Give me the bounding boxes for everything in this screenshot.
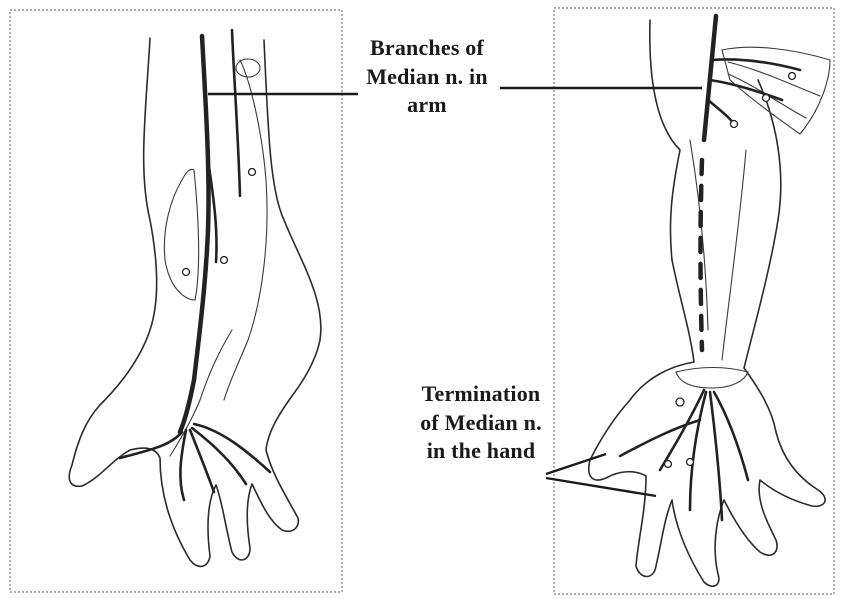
right-hand-branch-2 (690, 392, 706, 510)
right-nerve-dot-3 (731, 121, 738, 128)
left-nerve-dot-2 (221, 257, 228, 264)
right-nerve-dot-5 (665, 461, 672, 468)
left-arm-outline (69, 38, 321, 566)
right-hand-branch-5 (620, 420, 700, 456)
right-wrist-band (676, 368, 748, 389)
left-nerve-branch-3 (120, 432, 182, 458)
right-nerve-dot-4 (676, 398, 684, 406)
left-nerve-dot-1 (183, 269, 190, 276)
left-median-nerve-trunk (180, 36, 209, 432)
termination-label-line-2: of Median n. (396, 409, 566, 438)
branches-label-line-3: arm (342, 91, 512, 120)
termination-of-median-nerve-label: Termination of Median n. in the hand (396, 380, 566, 466)
right-median-nerve-dashed (701, 160, 703, 350)
left-muscle-line-1 (164, 169, 198, 300)
right-muscle-line-2 (722, 150, 746, 360)
branches-label-line-2: Median n. in (342, 63, 512, 92)
termination-label-line-3: in the hand (396, 437, 566, 466)
left-nerve-branch-1 (232, 30, 240, 196)
left-muscle-line-3 (170, 330, 232, 456)
right-nerve-dot-6 (687, 459, 694, 466)
left-forearm-drawing (10, 10, 342, 592)
termination-label-line-1: Termination (396, 380, 566, 409)
left-digital-branch-1 (180, 430, 186, 500)
right-nerve-dot-1 (789, 73, 796, 80)
right-panel-frame (554, 8, 834, 594)
left-digital-branch-2 (190, 430, 214, 492)
right-median-nerve-trunk (704, 16, 716, 140)
right-nerve-branch-3 (708, 100, 734, 124)
right-forearm-drawing (554, 8, 834, 594)
left-tendon-origin (236, 59, 260, 77)
branches-of-median-nerve-label: Branches of Median n. in arm (342, 34, 512, 120)
branches-label-line-1: Branches of (342, 34, 512, 63)
left-panel-frame (10, 10, 342, 592)
right-hand-branch-3 (710, 392, 722, 520)
left-nerve-dot-3 (249, 169, 256, 176)
right-nerve-dot-2 (763, 95, 770, 102)
termination-pointer-lower (546, 478, 656, 496)
left-muscle-line-2 (224, 60, 267, 400)
